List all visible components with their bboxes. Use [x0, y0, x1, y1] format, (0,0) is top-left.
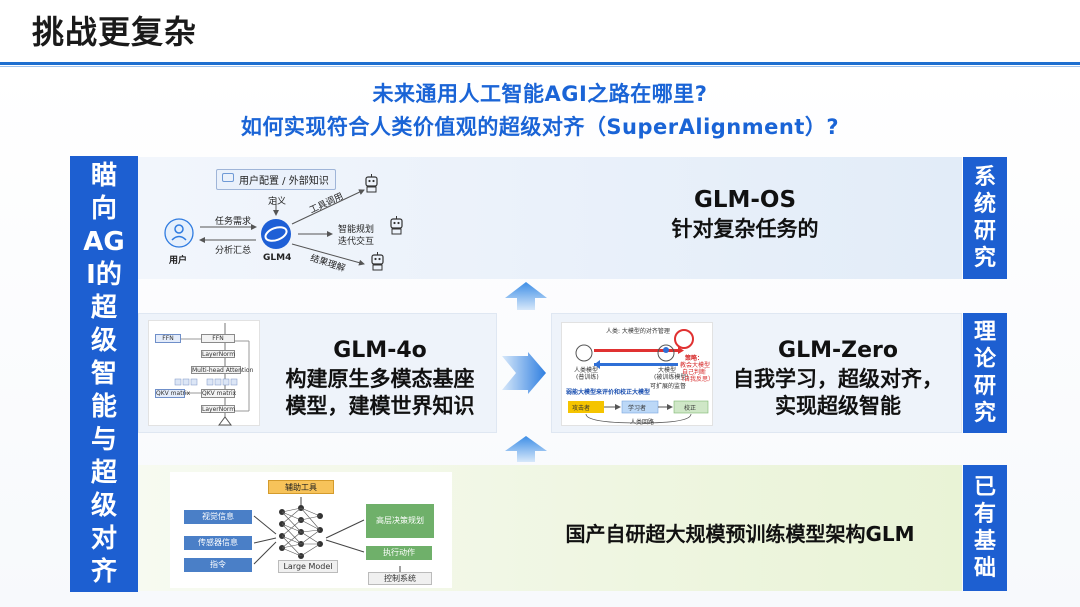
strategy-line: 自己判断	[682, 369, 707, 376]
page-title: 挑战更复杂	[32, 13, 198, 51]
left-banner-char: 向	[90, 193, 117, 224]
big-model-sub-label: (被训练模型)	[654, 374, 689, 381]
right-banner-char: 论	[973, 347, 996, 372]
user-icon	[164, 218, 194, 248]
strategy-label: 策略：	[685, 355, 704, 362]
visual-info-box: 视觉信息	[184, 510, 252, 524]
aux-tools-box: 辅助工具	[268, 480, 334, 494]
left-banner-char: 智	[90, 358, 117, 389]
superalignment-diagram-lines	[568, 329, 709, 424]
large-model-label: Large Model	[278, 560, 338, 573]
robot-icon	[371, 252, 384, 271]
glm4-logo-icon	[261, 219, 291, 249]
right-banner-theory: 理 论 研 究	[963, 313, 1007, 433]
large-model-diagram: 辅助工具 视觉信息 传感器信息 指令 Large Model 高层决策规划 执行…	[170, 472, 452, 588]
left-banner-char: 对	[90, 523, 117, 554]
left-banner-char: 级	[90, 490, 117, 521]
robot-icon	[365, 174, 378, 193]
ffn-block: FFN	[201, 334, 235, 343]
ffn-block: FFN	[155, 334, 181, 343]
glm-base-desc: 国产自研超大规模预训练模型架构GLM	[565, 522, 915, 546]
zero-top-label: 人类: 大模型的对齐管理	[606, 328, 670, 335]
learner-label: 学习者	[628, 405, 647, 412]
glm-zero-desc-line2: 实现超级智能	[775, 394, 901, 418]
up-arrow-icon	[505, 282, 547, 310]
right-banner-existing: 已 有 基 础	[963, 465, 1007, 591]
headline-question-1: 未来通用人工智能AGI之路在哪里?	[372, 82, 708, 106]
sensor-info-box: 传感器信息	[184, 536, 252, 550]
right-banner-char: 系	[973, 165, 996, 190]
user-config-tag: 用户配置 / 外部知识	[216, 169, 336, 190]
headline-question-2: 如何实现符合人类价值观的超级对齐（SuperAlignment）?	[240, 115, 840, 139]
glm-zero-desc-line1: 自我学习，超级对齐，	[733, 367, 943, 391]
title-divider-light	[0, 66, 1080, 67]
multihead-block: Multi-head Attention	[191, 366, 254, 374]
glm-zero-title: GLM-Zero	[778, 338, 898, 363]
left-banner-char: 超	[90, 292, 117, 323]
glm-os-diagram-lines	[164, 174, 403, 271]
title-divider	[0, 62, 1080, 65]
corrector-label: 校正	[684, 405, 697, 412]
large-model-diagram-lines	[253, 497, 401, 576]
scalable-supervision-label: 可扩展的监督	[650, 383, 687, 390]
left-banner-char: 齐	[90, 556, 117, 587]
glm-4o-title: GLM-4o	[333, 338, 427, 363]
glm-4o-desc-line2: 模型，建模世界知识	[285, 394, 475, 418]
smart-plan-label: 智能规划	[338, 225, 375, 235]
left-banner-char: AG	[83, 226, 125, 257]
right-banner-char: 有	[973, 502, 996, 527]
glm-os-desc: 针对复杂任务的	[671, 217, 819, 241]
left-banner-char: 与	[90, 424, 117, 455]
right-banner-char: 研	[973, 374, 996, 399]
command-box: 指令	[184, 558, 252, 572]
left-banner-char: 能	[90, 391, 117, 422]
task-demand-label: 任务需求	[215, 217, 252, 227]
right-banner-char: 统	[973, 192, 996, 217]
left-banner-char: 超	[90, 457, 117, 488]
decision-plan-box: 高层决策规划	[366, 504, 434, 538]
weak-model-label: 弱能大模型来评价和校正大模型	[566, 389, 651, 396]
glm-os-diagram: 用户配置 / 外部知识 定义 任务需求 分析汇总 用户 GLM4 工具调用 智能…	[142, 160, 442, 275]
left-banner-char: I的	[86, 259, 122, 290]
qkv-block: QKV matrix	[155, 389, 191, 398]
glm-4o-desc-line1: 构建原生多模态基座	[285, 367, 475, 391]
define-label: 定义	[268, 197, 287, 207]
right-banner-char: 础	[973, 556, 996, 581]
robot-icon	[390, 216, 403, 235]
left-banner-char: 级	[90, 325, 117, 356]
user-label: 用户	[169, 256, 188, 266]
left-vertical-banner: 瞄 向 AG I的 超 级 智 能 与 超 级 对 齐	[70, 156, 138, 592]
database-icon	[222, 173, 234, 182]
analyze-summary-label: 分析汇总	[215, 246, 252, 256]
human-model-label: 人类模型	[574, 367, 599, 374]
right-arrow-icon	[502, 352, 546, 394]
layernorm-block: LayerNorm	[201, 350, 236, 358]
control-system-label: 控制系统	[368, 572, 432, 585]
neural-network-icon	[279, 505, 323, 559]
right-banner-char: 研	[973, 219, 996, 244]
superalignment-diagram: 人类: 大模型的对齐管理 人类模型 (普训练) 大模型 (被训练模型) 策略： …	[561, 322, 715, 426]
glm4-label: GLM4	[263, 253, 292, 263]
right-banner-char: 基	[973, 529, 996, 554]
right-banner-char: 究	[973, 401, 996, 426]
right-banner-char: 已	[973, 475, 996, 500]
layernorm-block: LayerNorm	[201, 405, 236, 413]
big-model-label: 大模型	[658, 367, 677, 374]
strategy-line: 教会大模型	[680, 362, 711, 369]
execute-action-box: 执行动作	[366, 546, 432, 560]
right-banner-char: 理	[973, 320, 996, 345]
transformer-diagram: FFN FFN LayerNorm Multi-head Attention Q…	[148, 320, 260, 426]
strategy-line: （自我反思）	[678, 376, 715, 383]
left-banner-char: 瞄	[90, 160, 117, 191]
iterate-label: 迭代交互	[338, 237, 375, 247]
glm-os-title: GLM-OS	[693, 187, 797, 213]
qkv-block: QKV matrix	[201, 389, 237, 398]
attacker-label: 攻击者	[572, 405, 591, 412]
human-model-sub-label: (普训练)	[576, 374, 599, 381]
up-arrow-icon	[505, 436, 547, 462]
right-banner-system: 系 统 研 究	[963, 157, 1007, 279]
human-loop-label: 人类回路	[630, 419, 655, 426]
right-banner-char: 究	[973, 246, 996, 271]
